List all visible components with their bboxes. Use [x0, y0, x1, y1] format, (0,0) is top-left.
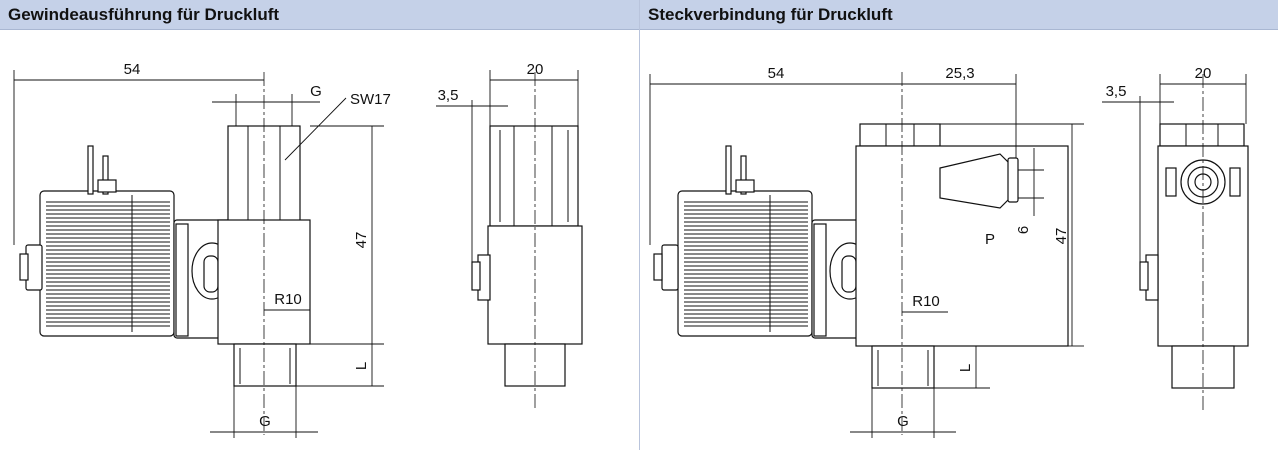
- terminal-pin: [740, 155, 747, 195]
- panel-steckverbindung: Steckverbindung für Druckluft P: [640, 0, 1278, 450]
- front-view-right: 20 3,5: [1102, 65, 1249, 410]
- dim-25-3: 25,3: [945, 65, 974, 82]
- dim-g: G: [897, 413, 909, 430]
- dim-g-bottom: G: [259, 413, 271, 430]
- dim-r10: R10: [274, 291, 302, 308]
- thread-fitting: [233, 343, 297, 387]
- dim-sw17: SW17: [350, 91, 391, 108]
- hex-cap-front: [1159, 123, 1245, 147]
- thread-fitting: [871, 345, 935, 389]
- coil-fins: [684, 201, 808, 327]
- dim-l: L: [957, 364, 974, 372]
- dim-47: 47: [1053, 228, 1070, 245]
- dim-g-top: G: [310, 83, 322, 100]
- connector-plug: [661, 244, 679, 291]
- terminal-pin: [725, 145, 732, 195]
- terminal-base: [735, 179, 755, 193]
- panel-header-left: Gewindeausführung für Druckluft: [0, 0, 639, 30]
- dim-l: L: [353, 362, 370, 370]
- terminal-base: [97, 179, 117, 193]
- coil-fins: [46, 201, 170, 327]
- side-view-right: P 54 25,3 6 47 R10: [649, 65, 1084, 438]
- side-view-left: 54 G SW17 47 L R10 G: [13, 61, 391, 438]
- panel-title-left: Gewindeausführung für Druckluft: [8, 4, 280, 24]
- drawing-threaded-version: 54 G SW17 47 L R10 G: [13, 61, 583, 438]
- dim-6: 6: [1015, 226, 1032, 234]
- dim-3-5: 3,5: [438, 87, 459, 104]
- knob-slot: [203, 255, 219, 293]
- port-label-p: P: [985, 231, 995, 248]
- terminal-pin: [102, 155, 109, 195]
- front-view-left: 20 3,5: [436, 61, 583, 410]
- connector-screw: [653, 253, 663, 281]
- dim-20: 20: [1195, 65, 1212, 82]
- connector-screw: [19, 253, 29, 281]
- dim-47: 47: [353, 232, 370, 249]
- dim-3-5: 3,5: [1106, 83, 1127, 100]
- hex-cap: [859, 123, 941, 147]
- hex-nut-front: [489, 125, 579, 227]
- panel-header-right: Steckverbindung für Druckluft: [640, 0, 1278, 30]
- valve-flange: [175, 223, 189, 337]
- dim-54: 54: [768, 65, 785, 82]
- dim-r10: R10: [912, 293, 940, 310]
- dim-20: 20: [527, 61, 544, 78]
- panel-gewindeausfuehrung: Gewindeausführung für Druckluft: [0, 0, 640, 450]
- dim-54: 54: [124, 61, 141, 78]
- terminal-pin: [87, 145, 94, 195]
- panel-title-right: Steckverbindung für Druckluft: [648, 4, 893, 24]
- drawing-push-in-version: P 54 25,3 6 47 R10: [649, 65, 1249, 438]
